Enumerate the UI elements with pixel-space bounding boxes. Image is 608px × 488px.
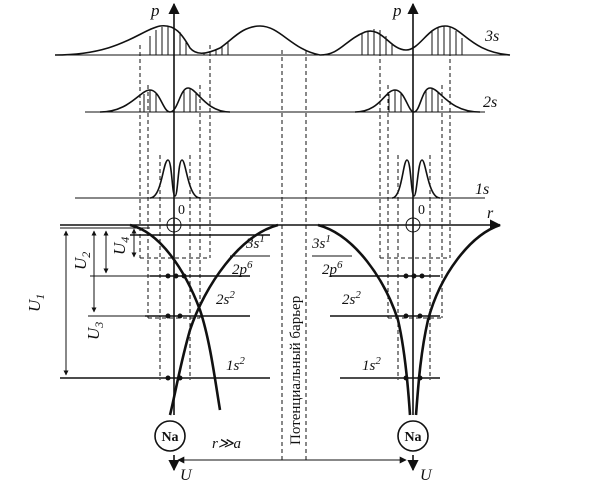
label-2p6-right: 2p6: [322, 259, 343, 278]
atom-right: [397, 420, 429, 452]
label-u4: U4: [110, 237, 132, 255]
curve-2s-right: [354, 87, 481, 113]
label-u-axis-left: U: [180, 467, 193, 484]
label-1s2-right: 1s2: [362, 355, 381, 374]
potential-curve-left-inner: [168, 223, 279, 416]
curve-1s-right: [391, 159, 441, 199]
label-atom-left: Na: [161, 430, 178, 445]
hatch-3s-right: [361, 26, 463, 55]
energy-dimension-arrows: [60, 227, 150, 376]
label-u1: U1: [25, 294, 47, 312]
label-3s1-left: 3s1: [245, 233, 265, 252]
label-p-right: p: [392, 1, 402, 20]
atom-left: [154, 420, 186, 452]
dashed-projections-left: [139, 45, 211, 380]
label-u-axis-right: U: [420, 467, 433, 484]
energy-levels-left: [60, 234, 270, 381]
energy-levels-right: [330, 273, 440, 381]
dashed-projections-right: [379, 45, 451, 380]
label-distance: r≫a: [212, 436, 241, 452]
curve-3s: [54, 24, 511, 56]
potential-curve-right-inner: [414, 223, 501, 416]
label-3s1-right: 3s1: [311, 233, 331, 252]
label-1s: 1s: [475, 181, 489, 198]
curve-2s: [99, 87, 231, 113]
hatch-2s: [143, 88, 439, 112]
label-atom-right: Na: [404, 430, 421, 445]
hatch-3s-left: [149, 26, 229, 55]
label-p-left: p: [150, 1, 160, 20]
potential-curve-right-outer: [317, 223, 412, 416]
origin-marker-right: [405, 217, 421, 233]
label-2s2-right: 2s2: [342, 289, 361, 308]
label-2s: 2s: [483, 94, 497, 111]
curve-1s-left: [149, 159, 201, 199]
label-u3: U3: [84, 322, 106, 340]
label-zero-right: 0: [418, 203, 425, 218]
origin-marker-left: [166, 217, 182, 233]
label-r: r: [487, 205, 494, 222]
label-2s2-left: 2s2: [216, 289, 235, 308]
label-2p6-left: 2p6: [232, 259, 253, 278]
potential-curve-left-outer: [129, 223, 222, 411]
label-3s: 3s: [484, 28, 499, 45]
label-u2: U2: [71, 252, 93, 270]
label-zero-left: 0: [178, 203, 185, 218]
label-1s2-left: 1s2: [226, 355, 245, 374]
label-barrier: Потенциальный барьер: [288, 296, 304, 445]
